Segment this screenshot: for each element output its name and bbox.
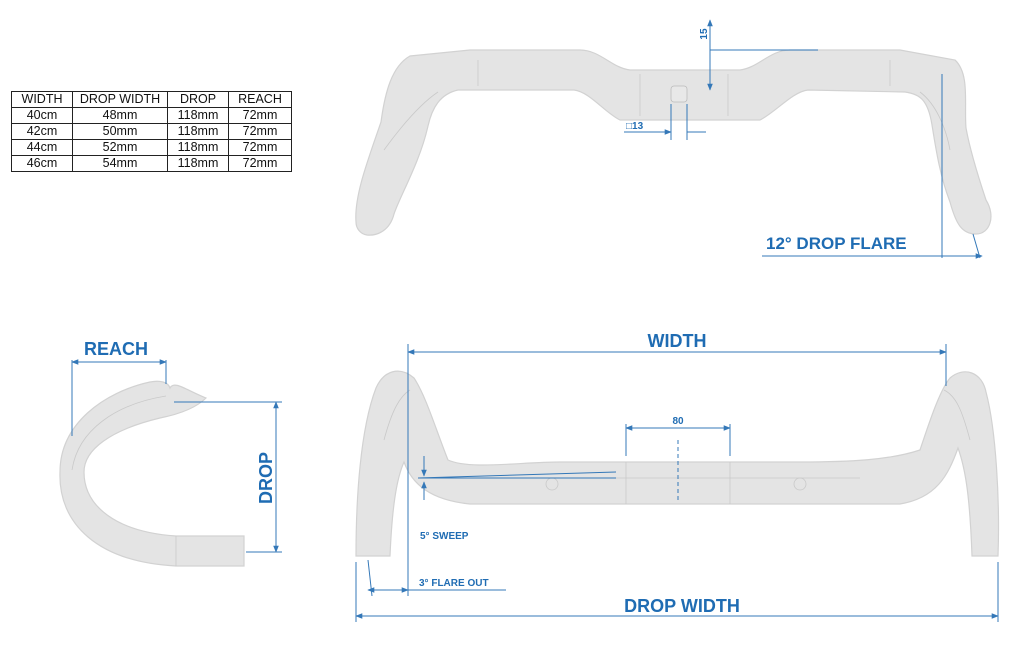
drop-flare-label: 12° DROP FLARE (766, 234, 907, 253)
table-row: 42cm 50mm 118mm 72mm (11, 123, 292, 140)
cell-width: 40cm (11, 107, 73, 124)
size-table: WIDTH DROP WIDTH DROP REACH 40cm 48mm 11… (11, 91, 292, 172)
drop-label: DROP (256, 452, 276, 504)
reach-label: REACH (84, 339, 148, 359)
cell-drop: 118mm (167, 155, 229, 172)
width-label: WIDTH (648, 331, 707, 351)
side-bar-shape (59, 380, 245, 567)
cell-drop-width: 52mm (72, 139, 168, 156)
sweep-label: 5° SWEEP (420, 531, 469, 542)
side-view: REACH DROP (59, 339, 282, 567)
top-bar-shape (355, 49, 992, 236)
table-row: 46cm 54mm 118mm 72mm (11, 155, 292, 172)
front-view: WIDTH 80 5° SWEEP 3° FLARE OUT DROP WIDT… (355, 331, 1000, 622)
cell-drop-width: 54mm (72, 155, 168, 172)
top-view: 15 □13 12° DROP FLARE (355, 19, 992, 259)
cell-width: 44cm (11, 139, 73, 156)
flare-out-label: 3° FLARE OUT (419, 578, 489, 589)
table-row: 44cm 52mm 118mm 72mm (11, 139, 292, 156)
rise-label: 15 (699, 28, 710, 40)
cell-reach: 72mm (228, 155, 292, 172)
cell-width: 46cm (11, 155, 73, 172)
clamp-label: □13 (626, 121, 644, 132)
drop-width-label: DROP WIDTH (624, 596, 740, 616)
cell-reach: 72mm (228, 139, 292, 156)
front-bar-shape (355, 370, 1000, 557)
clamp-square (670, 85, 688, 103)
center-label: 80 (672, 416, 684, 427)
